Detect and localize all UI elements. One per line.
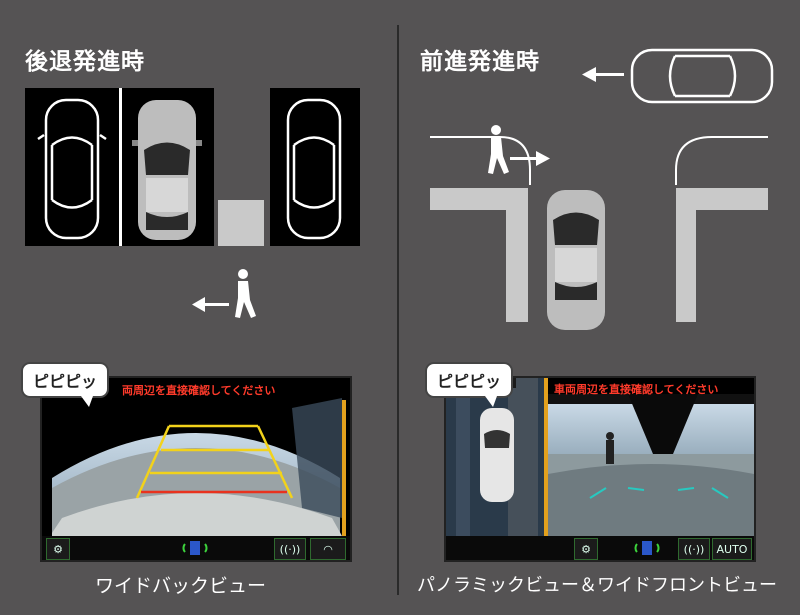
- warning-text: 車両周辺を直接確認してください: [554, 383, 719, 396]
- right-heading: 前進発進時: [420, 49, 540, 75]
- sensor-icon: [632, 538, 662, 558]
- arrow-right-icon: [510, 151, 550, 166]
- camera-toggle-button[interactable]: ◠: [310, 538, 346, 560]
- sonar-button[interactable]: ((·)): [274, 538, 306, 560]
- auto-button[interactable]: AUTO: [712, 538, 752, 560]
- arrow-left-icon: [582, 67, 624, 82]
- outline-car-icon: [37, 98, 107, 240]
- person-figure: [606, 432, 614, 464]
- parking-bay-left: [25, 88, 119, 246]
- gear-icon: ⚙: [581, 542, 591, 556]
- beep-bubble: ピピピッ: [425, 362, 514, 407]
- empty-parking-spot: [218, 200, 264, 246]
- outline-car-icon: [286, 98, 342, 240]
- sonar-button[interactable]: ((·)): [678, 538, 710, 560]
- gear-icon: ⚙: [53, 542, 63, 556]
- left-caption: ワイドバックビュー: [95, 575, 267, 597]
- sonar-icon: ((·)): [683, 542, 705, 556]
- wide-back-view-screen: 両周辺を直接確認してください ⚙ ((·)) ◠: [40, 376, 352, 562]
- right-caption: パノラミックビュー＆ワイドフロントビュー: [417, 575, 777, 596]
- warning-text: 両周辺を直接確認してください: [122, 384, 276, 397]
- arrow-left-icon: [192, 297, 229, 312]
- settings-button[interactable]: ⚙: [574, 538, 598, 560]
- pedestrian-icon: [488, 125, 509, 174]
- center-divider: [397, 25, 399, 595]
- sensor-icon: [180, 538, 210, 558]
- left-heading: 後退発進時: [25, 49, 145, 75]
- silver-car-icon: [132, 100, 202, 240]
- beep-bubble: ピピピッ: [21, 362, 110, 407]
- sonar-icon: ((·)): [279, 542, 301, 556]
- silver-car-icon: [547, 190, 605, 330]
- camera-toggle-icon: ◠: [323, 542, 333, 556]
- left-parking-illustration: [25, 88, 360, 318]
- outline-car-icon: [630, 48, 774, 104]
- rear-camera-feed: [42, 398, 350, 536]
- panoramic-wide-front-view-screen: 車両周辺を直接確認してください ⚙ ((·)) AUTO: [444, 376, 756, 562]
- right-intersection-illustration: [430, 48, 774, 330]
- wide-front-camera-feed: [548, 394, 754, 536]
- pedestrian-icon: [235, 269, 256, 318]
- parking-bay-right: [270, 88, 360, 246]
- auto-label: AUTO: [716, 542, 748, 556]
- settings-button[interactable]: ⚙: [46, 538, 70, 560]
